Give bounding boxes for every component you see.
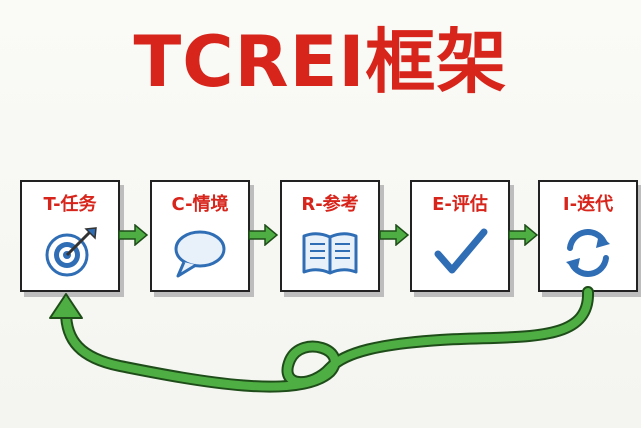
flow-arrow-1 [118, 224, 148, 246]
step-label-evaluate: E-评估 [432, 194, 488, 215]
flow-arrow-2 [248, 224, 278, 246]
step-card-task: T-任务 [20, 180, 120, 292]
speech-bubble-icon [174, 230, 226, 278]
step-label-iterate: I-迭代 [562, 194, 614, 215]
step-card-reference: R-参考 [280, 180, 380, 292]
step-label-context: C-情境 [171, 194, 229, 215]
step-label-reference: R-参考 [301, 194, 359, 215]
diagram-title: TCREI框架 [133, 21, 508, 103]
step-card-context: C-情境 [150, 180, 250, 292]
target-icon [45, 227, 97, 277]
step-card-evaluate: E-评估 [410, 180, 510, 292]
book-icon [302, 232, 358, 275]
flow-arrow-3 [379, 224, 409, 246]
step-label-task: T-任务 [43, 194, 97, 215]
flow-arrow-4 [508, 224, 538, 246]
checkmark-icon [434, 228, 488, 274]
refresh-cycle-icon [566, 229, 610, 277]
step-card-iterate: I-迭代 [538, 180, 638, 292]
